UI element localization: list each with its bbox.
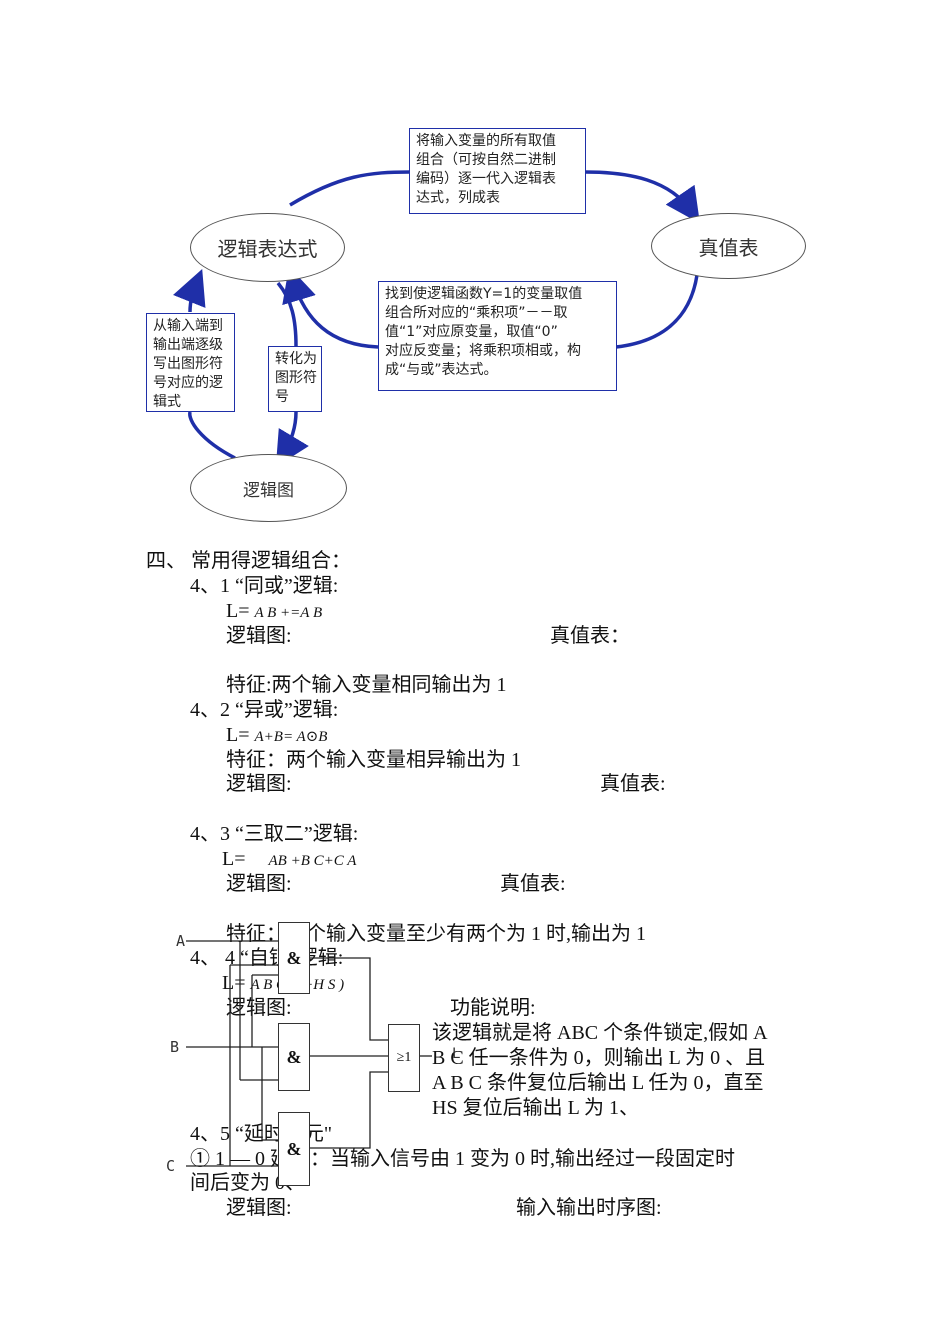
box-expr-to-diagram: 转化为 图形符 号 bbox=[268, 346, 322, 412]
s4-func-line: B C 任一条件为 0，则输出 L 为 0 、且 bbox=[432, 1047, 766, 1069]
s4-func-line: 该逻辑就是将 ABC 个条件锁定,假如 A bbox=[432, 1022, 768, 1044]
box-line: 转化为 bbox=[275, 351, 317, 367]
box-line: 编码）逐一代入逻辑表 bbox=[416, 171, 556, 187]
node-logic-diagram-label: 逻辑图 bbox=[243, 480, 294, 501]
and-gate-1: & bbox=[278, 922, 310, 994]
s1-truth-label: 真值表： bbox=[550, 625, 630, 647]
arrow-diagram-to-expr bbox=[188, 411, 236, 460]
s5-line1: ① 1 — 0 延时：当输入信号由 1 变为 0 时,输出经过一段固定时 bbox=[190, 1148, 735, 1170]
input-b-label: B bbox=[170, 1038, 180, 1056]
node-logic-expression-label: 逻辑表达式 bbox=[217, 237, 318, 261]
node-logic-expression: 逻辑表达式 bbox=[190, 213, 345, 282]
input-a-label: A bbox=[176, 932, 186, 950]
box-line: 组合（可按自然二进制 bbox=[416, 152, 556, 168]
box-line: 找到使逻辑函数Y=1的变量取值 bbox=[385, 286, 583, 302]
s3-formula: L= AB +B C+C A bbox=[222, 847, 356, 873]
box-line: 成“与或”表达式。 bbox=[385, 362, 498, 378]
box-truth-to-expr: 找到使逻辑函数Y=1的变量取值 组合所对应的“乘积项”－－取 值“1”对应原变量… bbox=[378, 281, 617, 391]
s2-feature: 特征：两个输入变量相异输出为 1 bbox=[226, 749, 521, 771]
and-gate-symbol: & bbox=[286, 1046, 302, 1067]
s3-diagram-label: 逻辑图: bbox=[226, 873, 292, 895]
box-line: 达式，列成表 bbox=[416, 190, 500, 206]
s3-formula-prefix: L= bbox=[222, 848, 246, 870]
s1-diagram-label: 逻辑图: bbox=[226, 625, 292, 647]
box-line: 图形符 bbox=[275, 370, 317, 386]
s5-diagram-label: 逻辑图: bbox=[226, 1197, 292, 1219]
s1-formula: L= A B +=A B bbox=[226, 599, 322, 625]
box-line: 组合所对应的“乘积项”－－取 bbox=[385, 305, 568, 321]
section-heading: 四、 常用得逻辑组合： bbox=[146, 550, 351, 572]
box-line: 写出图形符 bbox=[153, 356, 223, 372]
s1-formula-prefix: L= bbox=[226, 600, 250, 622]
box-line: 输出端逐级 bbox=[153, 337, 223, 353]
and-gate-symbol: & bbox=[286, 1138, 302, 1159]
s3-title: 4、3 “三取二”逻辑: bbox=[190, 823, 359, 845]
s3-feature: 特征：三个输入变量至少有两个为 1 时,输出为 1 bbox=[226, 923, 646, 945]
s4-func-title: 功能说明: bbox=[450, 997, 536, 1019]
s5-line2: 间后变为 0、 bbox=[190, 1172, 305, 1194]
box-line: 号对应的逻 bbox=[153, 375, 223, 391]
arrow-truth-to-expr bbox=[615, 274, 699, 349]
s2-formula: L= A+B= A⊙B bbox=[226, 723, 327, 749]
arrow-expr-to-truth bbox=[289, 170, 411, 207]
and-gate-2: & bbox=[278, 1023, 310, 1091]
node-truth-table-label: 真值表 bbox=[698, 235, 759, 260]
or-gate-symbol: ≥1 bbox=[396, 1050, 412, 1065]
box-line: 对应反变量；将乘积项相或，构 bbox=[385, 343, 581, 359]
box-line: 号 bbox=[275, 389, 289, 405]
node-truth-table: 真值表 bbox=[651, 213, 806, 279]
s1-feature: 特征:两个输入变量相同输出为 1 bbox=[226, 674, 507, 696]
s3-formula-body: AB +B C+C A bbox=[268, 853, 357, 869]
box-expr-to-truth: 将输入变量的所有取值 组合（可按自然二进制 编码）逐一代入逻辑表 达式，列成表 bbox=[409, 128, 586, 214]
s1-title: 4、1 “同或”逻辑: bbox=[190, 575, 339, 597]
s2-formula-prefix: L= bbox=[226, 724, 250, 746]
and-gate-3: & bbox=[278, 1112, 310, 1186]
s5-timing-label: 输入输出时序图: bbox=[516, 1197, 662, 1219]
s2-diagram-label: 逻辑图: bbox=[226, 773, 292, 795]
input-c-label: C bbox=[166, 1157, 176, 1175]
box-diagram-to-expr: 从输入端到 输出端逐级 写出图形符 号对应的逻 辑式 bbox=[146, 313, 235, 412]
s4-func-line: A B C 条件复位后输出 L 任为 0，直至 bbox=[432, 1072, 764, 1094]
box-line: 辑式 bbox=[153, 394, 181, 410]
s2-truth-label: 真值表: bbox=[600, 773, 666, 795]
node-logic-diagram: 逻辑图 bbox=[190, 454, 347, 522]
or-gate: ≥1 bbox=[388, 1024, 420, 1092]
output-l-label: L bbox=[452, 1046, 461, 1062]
s1-formula-body: A B +=A B bbox=[254, 605, 323, 621]
box-line: 值“1”对应原变量，取值“0” bbox=[385, 324, 558, 340]
s4-func-line: HS 复位后输出 L 为 1、 bbox=[432, 1097, 640, 1119]
flow-arrows bbox=[172, 170, 700, 468]
arrow-expr-to-diagram bbox=[276, 281, 298, 347]
box-line: 将输入变量的所有取值 bbox=[416, 133, 556, 149]
s4-diagram-label: 逻辑图: bbox=[226, 997, 292, 1019]
and-gate-symbol: & bbox=[286, 947, 302, 968]
s2-formula-body: A+B= A⊙B bbox=[254, 729, 328, 745]
s3-truth-label: 真值表: bbox=[500, 873, 566, 895]
s2-title: 4、2 “异或”逻辑: bbox=[190, 699, 339, 721]
box-line: 从输入端到 bbox=[153, 318, 223, 334]
